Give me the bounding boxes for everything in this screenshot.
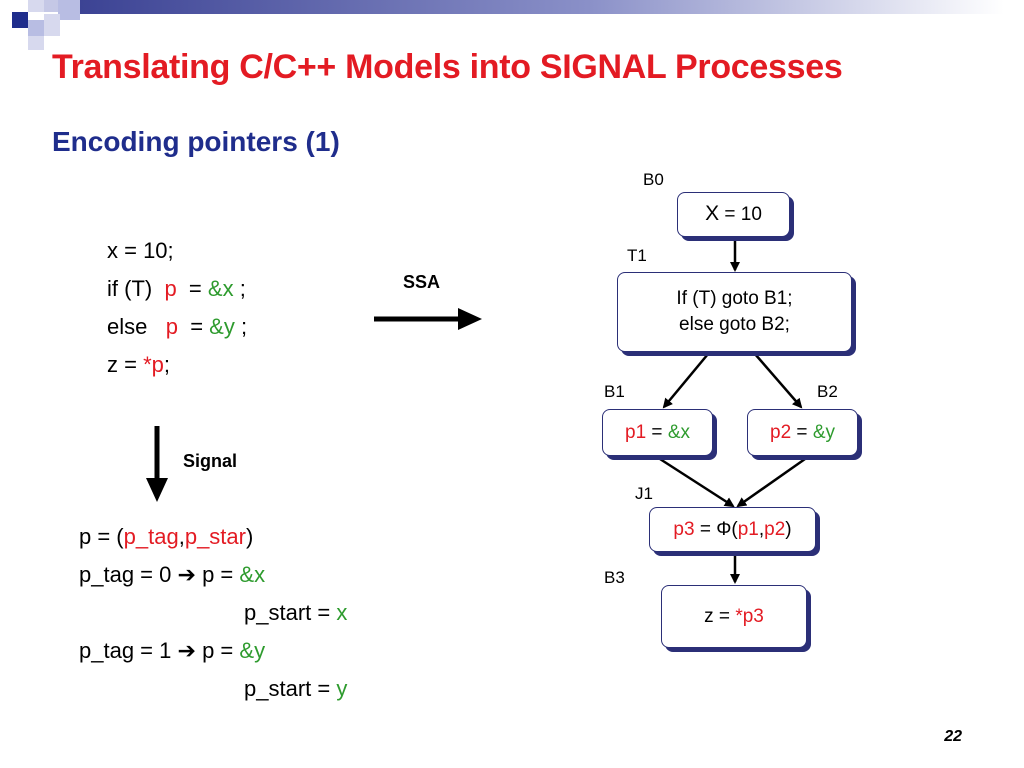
label-j1: J1 xyxy=(635,484,653,503)
signal-line-2: p_tag = 0 ➔ p = &x xyxy=(79,562,266,587)
edge-b2-j1 xyxy=(736,457,806,508)
page-subtitle: Encoding pointers (1) xyxy=(52,126,340,157)
page-number: 22 xyxy=(944,728,962,745)
signal-line-5: p_start = y xyxy=(244,676,348,701)
node-j1: p3 = Φ(p1,p2) xyxy=(649,507,816,552)
code-line-3: else p = &y ; xyxy=(107,314,248,339)
code-line-2: if (T) p = &x ; xyxy=(107,276,246,301)
code-line-4: z = *p; xyxy=(107,352,171,377)
label-b2: B2 xyxy=(817,382,838,401)
header-gradient-bar xyxy=(80,0,1004,14)
label-b0: B0 xyxy=(643,170,664,189)
signal-code-block: p = (p_tag,p_star) p_tag = 0 ➔ p = &x p_… xyxy=(79,518,347,708)
label-b3: B3 xyxy=(604,568,625,587)
implies-arrow-icon: ➔ xyxy=(177,562,196,587)
node-t1: If (T) goto B1; else goto B2; xyxy=(617,272,852,352)
ssa-arrow-icon xyxy=(374,308,482,330)
edge-t1-b2 xyxy=(754,353,803,409)
signal-label: Signal xyxy=(183,451,238,471)
edge-t1-b1 xyxy=(662,353,709,409)
implies-arrow-icon: ➔ xyxy=(177,638,196,663)
code-line-1: x = 10; xyxy=(107,238,174,263)
node-b3: z = *p3 xyxy=(661,585,807,648)
edge-b1-j1 xyxy=(659,457,735,508)
node-b1: p1 = &x xyxy=(602,409,713,456)
label-t1: T1 xyxy=(627,246,647,265)
signal-line-4: p_tag = 1 ➔ p = &y xyxy=(79,638,266,663)
label-b1: B1 xyxy=(604,382,625,401)
signal-arrow-icon xyxy=(146,426,168,502)
node-b2: p2 = &y xyxy=(747,409,858,456)
signal-line-1: p = (p_tag,p_star) xyxy=(79,524,254,549)
signal-line-3: p_start = x xyxy=(244,600,348,625)
c-code-block: x = 10; if (T) p = &x ; else p = &y ; z … xyxy=(107,232,247,384)
node-b0: X = 10 xyxy=(677,192,790,237)
ssa-label: SSA xyxy=(403,272,441,292)
page-title: Translating C/C++ Models into SIGNAL Pro… xyxy=(52,48,843,86)
